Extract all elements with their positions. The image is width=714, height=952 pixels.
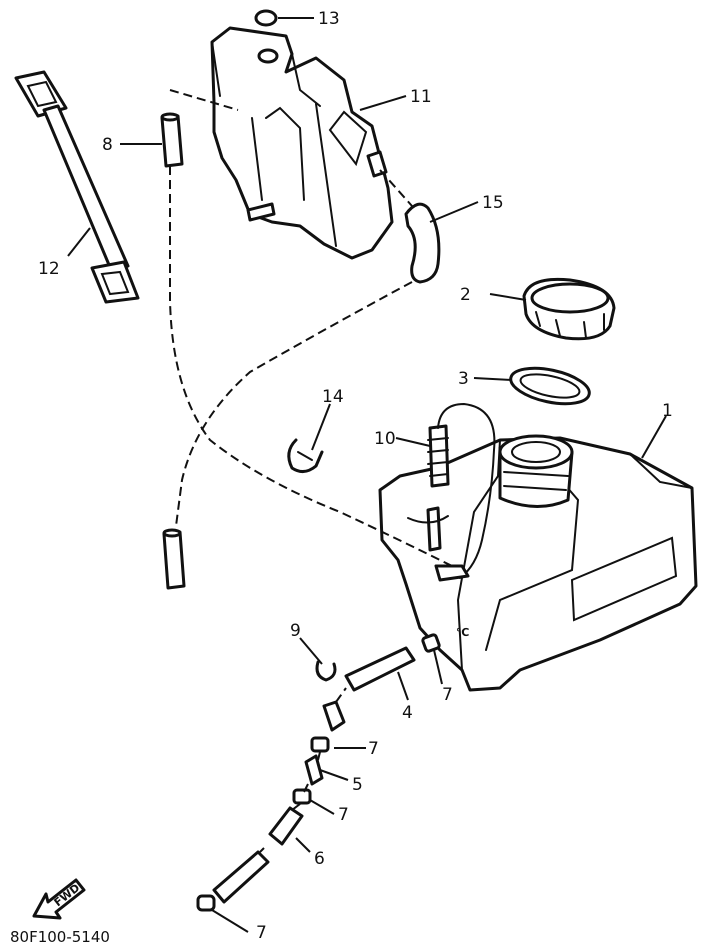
callout-2: 2 [460,285,471,305]
part-5-joint [304,754,324,786]
routing-line-lower-2 [259,751,321,853]
callout-7-a: 7 [442,685,453,705]
callout-13: 13 [318,9,340,29]
callout-5: 5 [352,775,363,795]
routing-line-lower [335,687,347,703]
part-1-fuel-tank: ℃ [378,434,698,692]
breather-hose-loop [437,402,496,579]
callout-7-b: 7 [368,739,379,759]
part-6-hose [212,806,304,904]
fwd-arrow-icon: FWD [32,878,86,920]
routing-line-feed [379,169,413,207]
callout-3: 3 [458,369,469,389]
callout-9: 9 [290,621,301,641]
routing-line-return [175,281,413,527]
callout-6: 6 [314,849,325,869]
callout-7-d: 7 [256,923,267,943]
callout-7-c: 7 [338,805,349,825]
part-7-clamp-a [421,633,441,653]
routing-line-overflow [169,166,453,567]
part-7-clamp-d [196,894,216,912]
part-3-gasket [509,366,591,406]
part-11-oil-tank [210,26,394,260]
callout-4: 4 [402,703,413,723]
callout-15: 15 [482,193,504,213]
part-14-clip [287,438,324,473]
part-8-hose-end [162,528,186,590]
leader-lines [67,17,667,933]
part-13-cap [254,9,278,27]
part-8-hose [160,112,184,168]
routing-line-vent [169,89,239,111]
part-4-hose [322,646,416,732]
callout-1: 1 [662,401,673,421]
part-7-clamp-b [310,736,330,753]
callout-10: 10 [374,429,396,449]
callout-11: 11 [410,87,432,107]
part-7-clamp-c [292,788,312,805]
part-12-tank-strap [14,70,140,304]
part-2-filler-cap [522,277,616,341]
callout-8: 8 [102,135,113,155]
diagram-code: 80F100-5140 [10,928,110,946]
callout-14: 14 [322,387,344,407]
callout-12: 12 [38,259,60,279]
part-10-breather [427,424,450,488]
tank-overflow-stub [434,564,470,582]
tank-stamp: ℃ [456,626,469,639]
part-15-hose [404,202,441,284]
part-9-clip [315,660,337,682]
